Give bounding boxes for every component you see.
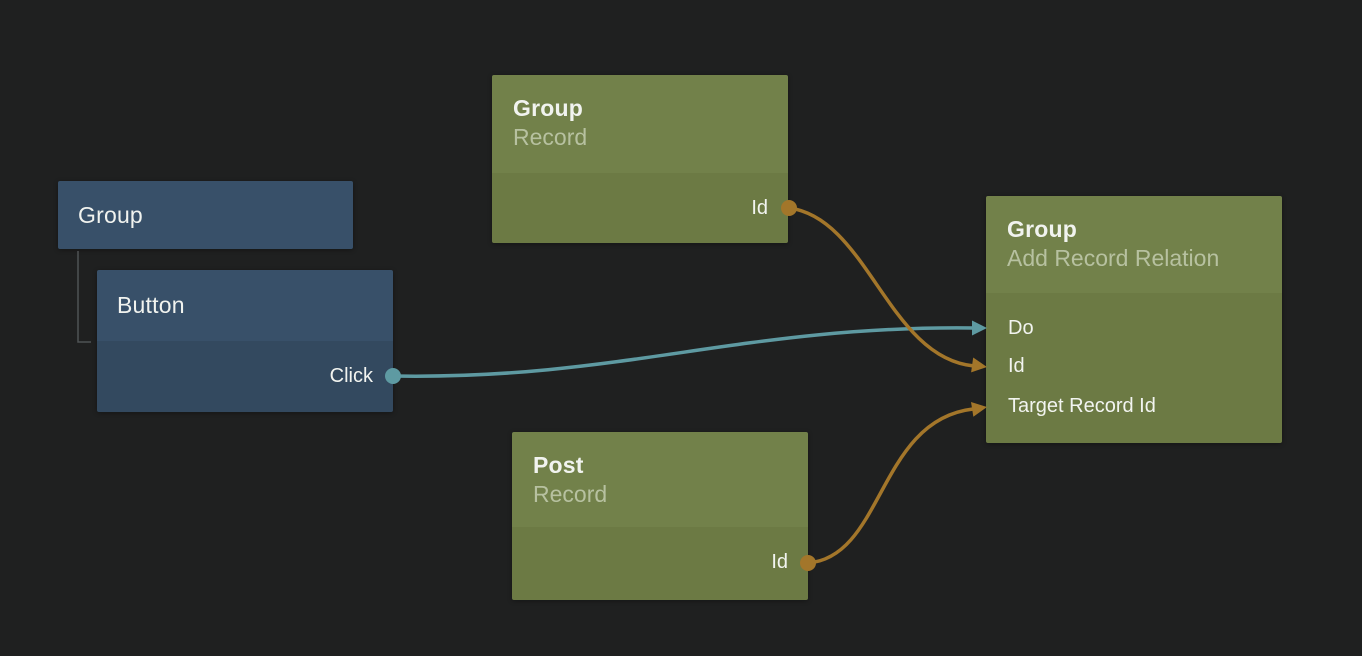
- node-title: Button: [117, 292, 185, 318]
- node-header[interactable]: Button: [97, 270, 393, 341]
- node-group-element[interactable]: Group: [58, 181, 353, 249]
- edge-click-to-do[interactable]: [391, 326, 976, 378]
- hierarchy-connector-line: [77, 251, 91, 343]
- node-title: Group: [1007, 216, 1077, 242]
- node-group-add-record-relation[interactable]: Group Add Record Relation Do Id Target R…: [986, 196, 1282, 443]
- node-header[interactable]: Group Record: [492, 75, 788, 173]
- node-group-record[interactable]: Group Record Id: [492, 75, 788, 243]
- input-label-target-record-id: Target Record Id: [1008, 395, 1156, 417]
- node-port-section: Id: [492, 173, 788, 243]
- output-label-click: Click: [329, 365, 373, 387]
- edge-group-record-id-to-id[interactable]: [787, 206, 976, 368]
- node-header[interactable]: Group Add Record Relation: [986, 196, 1282, 293]
- node-title: Group: [513, 95, 583, 121]
- input-label-do: Do: [1008, 317, 1034, 339]
- edge-post-record-id-to-target-record-id[interactable]: [806, 407, 975, 565]
- output-label-id: Id: [751, 197, 768, 219]
- node-subtitle: Record: [533, 481, 608, 507]
- node-title: Post: [533, 452, 584, 478]
- node-port-section: Click: [97, 341, 393, 412]
- node-port-section: Id: [512, 527, 808, 600]
- node-subtitle: Add Record Relation: [1007, 245, 1220, 271]
- node-header[interactable]: Post Record: [512, 432, 808, 527]
- node-port-section: Do Id Target Record Id: [986, 293, 1282, 443]
- output-label-id: Id: [771, 551, 788, 573]
- node-title: Group: [78, 202, 143, 228]
- node-button-element[interactable]: Button Click: [97, 270, 393, 412]
- input-label-id: Id: [1008, 355, 1025, 377]
- node-subtitle: Record: [513, 124, 588, 150]
- node-post-record[interactable]: Post Record Id: [512, 432, 808, 600]
